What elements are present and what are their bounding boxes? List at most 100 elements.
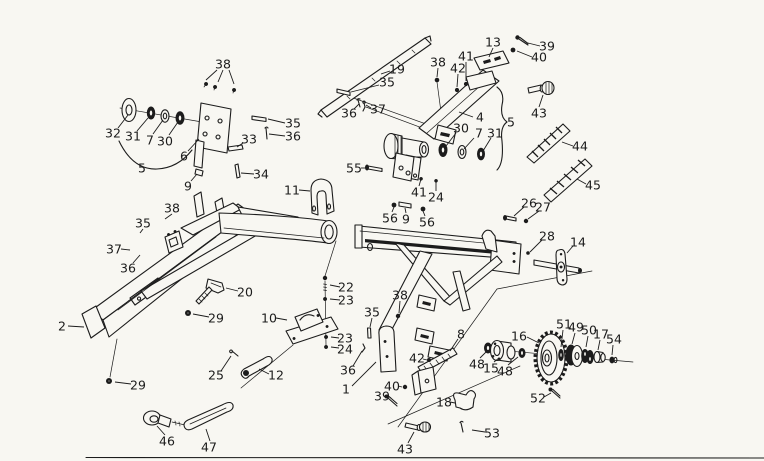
rail-19-end-hooks: [317, 35, 432, 118]
washers-23-24: [323, 297, 329, 349]
leader-line-36: [352, 350, 363, 367]
part-label-7: 7: [475, 126, 483, 141]
part-label-44: 44: [572, 139, 588, 154]
leader-line-35: [139, 228, 144, 234]
part-label-36: 36: [340, 363, 356, 378]
washer-7: [160, 109, 170, 123]
pin-35-rail: [336, 88, 351, 97]
part-label-19: 19: [389, 62, 405, 77]
part-label-23: 23: [338, 293, 354, 308]
part-label-48: 48: [469, 357, 485, 372]
nut-54-side: [613, 356, 618, 364]
leader-line-14: [566, 245, 574, 254]
part-label-10: 10: [261, 311, 277, 326]
part-label-24: 24: [428, 190, 444, 205]
pulley-32: [121, 97, 137, 123]
slide-post-1: [378, 325, 397, 373]
bolt-22-threads: [323, 283, 327, 291]
eye-46-hole: [149, 415, 159, 423]
ring-30-hole: [177, 114, 183, 122]
nut-56-b: [420, 206, 426, 212]
bolt-39: [518, 36, 529, 46]
nut-40: [510, 47, 516, 53]
leader-line-48: [479, 351, 487, 359]
pin-35-d: [366, 327, 372, 339]
knob-bolt-43-b-knob: [418, 421, 432, 433]
cross-tube-shade: [223, 227, 325, 239]
part-label-33: 33: [241, 132, 257, 147]
cross-tube-end: [320, 219, 338, 245]
cotter-37-rail: [362, 100, 366, 112]
part-label-24: 24: [337, 342, 353, 357]
l-bracket-hole: [424, 378, 430, 384]
part-label-18: 18: [436, 395, 452, 410]
clevis-11: [310, 178, 335, 216]
rear-hook-clamp: [481, 229, 498, 253]
leader-line-32: [117, 114, 129, 129]
part-label-4: 4: [476, 110, 484, 125]
leader-line-1: [351, 361, 377, 387]
chain-45-links: [549, 159, 586, 195]
clamp-bracket-left: [164, 230, 184, 254]
wedge-handle-47: [183, 401, 234, 431]
part-label-16: 16: [511, 329, 527, 344]
rear-frame-weldment: [354, 224, 561, 433]
part-label-36: 36: [285, 129, 301, 144]
leader-line-53: [471, 429, 486, 433]
part-label-11: 11: [284, 183, 300, 198]
leader-line-30: [168, 121, 179, 136]
leader-line-51: [560, 329, 564, 348]
leader-line-42: [456, 73, 459, 88]
hub-end: [418, 141, 430, 158]
leader-line-36: [353, 103, 360, 110]
bracket-13: [473, 50, 510, 71]
leader-line-29: [114, 381, 132, 385]
part-label-17: 17: [593, 327, 609, 342]
part-label-46: 46: [159, 434, 175, 449]
bolt-55-head: [365, 164, 369, 171]
pin-9-b: [398, 201, 412, 209]
part-label-35: 35: [379, 75, 395, 90]
pin-53: [459, 420, 464, 433]
screw-41: [463, 81, 469, 87]
leader-line-38: [164, 213, 173, 220]
part-label-35: 35: [135, 216, 151, 231]
part-label-15: 15: [483, 361, 499, 376]
l-bracket: [411, 366, 437, 396]
leader-line-26: [513, 206, 525, 217]
part-label-22: 22: [338, 280, 354, 295]
part-label-37: 37: [370, 102, 386, 117]
rear-beam-eye: [366, 242, 374, 252]
part-label-9: 9: [184, 179, 192, 194]
leader-line-39: [387, 395, 392, 399]
leader-line-27: [527, 210, 540, 220]
pulley-49-right: [570, 344, 584, 368]
leader-line-37: [365, 104, 372, 109]
leader-line-46: [156, 425, 166, 436]
hub-17-flange: [593, 350, 601, 364]
leader-line-47: [205, 428, 211, 442]
pulley-32-hub: [125, 104, 133, 116]
nut-40-b: [402, 384, 408, 390]
bolt-22-head: [322, 275, 328, 281]
leader-line-40: [397, 385, 403, 388]
page-bottom-edge: [85, 456, 764, 459]
leader-line-33: [236, 142, 244, 148]
leader-line-22: [329, 284, 341, 288]
part-label-47: 47: [201, 440, 217, 455]
leader-line-45: [576, 178, 587, 185]
bolt-52: [551, 388, 561, 399]
leader-line-41: [418, 178, 422, 187]
nut-54: [609, 356, 615, 364]
leader-line-7: [152, 119, 164, 135]
washer-48-b-hole: [519, 350, 525, 356]
part-label-32: 32: [105, 126, 121, 141]
hub-15-ring: [493, 344, 501, 357]
leader-line-23: [330, 336, 340, 339]
part-label-41: 41: [458, 49, 474, 64]
part-label-30: 30: [453, 121, 469, 136]
part-label-56: 56: [419, 215, 435, 230]
leader-line-56: [391, 206, 395, 213]
